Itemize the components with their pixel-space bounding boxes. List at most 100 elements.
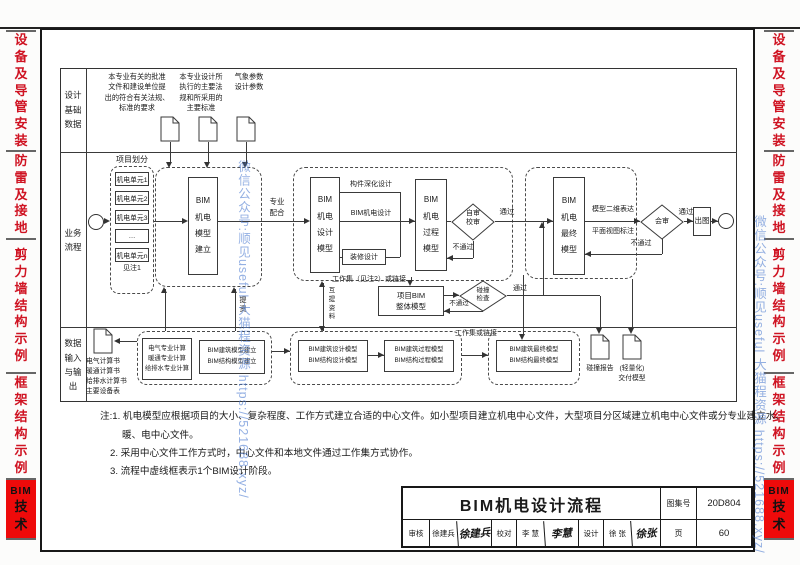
- sidebar-tab-lightning-right: 防 雷 及 接 地: [764, 150, 794, 238]
- bim-mep-final-box: BIM 机电 最终 模型: [553, 177, 585, 275]
- lane-header-divider: [86, 68, 87, 402]
- arch-struct-design-box: BIM建筑设计模型 BIM结构设计模型: [298, 340, 368, 372]
- connector-line: [218, 221, 306, 222]
- input-block-standards: 本专业设计所 执行的主要法 规和所采用的 主要标准: [179, 72, 223, 113]
- io-stage-design-process: [290, 331, 462, 385]
- arrowhead: [104, 218, 110, 224]
- document-icon: [92, 328, 114, 354]
- clash-report-label: 碰撞报告: [586, 365, 614, 372]
- connector-line: [400, 192, 401, 257]
- discipline-calc-box: 电气专业计算 暖通专业计算 给排水专业计算: [142, 338, 192, 380]
- connector-line: [447, 221, 451, 222]
- io-stage-final: [488, 331, 580, 385]
- anno-2d-label: 模型二维表达: [592, 206, 634, 213]
- note-line-4: 3. 流程中虚线框表示1个BIM设计阶段。: [110, 466, 278, 477]
- arrowhead: [444, 308, 450, 314]
- arch-struct-build-box: BIM建筑模型建立 BIM结构模型建立: [199, 340, 265, 374]
- arrowhead: [319, 281, 325, 287]
- fail-label: 不通过: [449, 300, 469, 307]
- stage-design-process: [293, 167, 513, 281]
- project-split-label: 项目划分: [116, 155, 148, 164]
- audit-name: 徐建兵: [429, 520, 457, 546]
- project-split-group: [110, 166, 154, 294]
- sidebar-tab-bim-left: BIM 技 术: [6, 478, 36, 540]
- bim-tab-latin: BIM: [768, 485, 790, 497]
- arch-struct-process-box: BIM建筑过程模型 BIM结构过程模型: [384, 340, 454, 372]
- plot-box: 出图: [693, 207, 711, 236]
- connector-line: [543, 222, 544, 296]
- connector-line: [208, 142, 209, 164]
- connector-line: [340, 221, 415, 222]
- pass-label: 通过: [499, 207, 515, 216]
- delivery-model-label: (轻量化) 交付模型: [618, 365, 646, 382]
- sidebar-tab-bim-right: BIM 技 术: [764, 478, 794, 540]
- coop-label: 专业 配合: [269, 197, 285, 217]
- atlas-no-label: 图集号: [660, 488, 696, 519]
- calc-docs-label: 电气计算书 暖通计算书 给排水计算书 主要设备表: [86, 358, 127, 395]
- fail-label: 不通过: [630, 240, 652, 247]
- arrowhead: [519, 334, 525, 340]
- document-icon: [622, 334, 642, 360]
- connector-line: [340, 192, 400, 193]
- design-label: 设计: [578, 520, 603, 546]
- bim-tab-latin: BIM: [10, 485, 32, 497]
- arrowhead: [453, 292, 459, 298]
- connector-line: [662, 239, 663, 254]
- connector-line: [632, 279, 633, 328]
- joint-review-label: 会审: [655, 218, 669, 225]
- connector-line: [585, 254, 662, 255]
- self-review-diamond: [451, 203, 495, 241]
- connector-line: [473, 241, 474, 258]
- arrowhead: [242, 162, 248, 168]
- arch-struct-final-box: BIM建筑最终模型 BIM结构最终模型: [496, 340, 572, 372]
- input-block-weather: 气象参数 设计参数: [234, 72, 264, 92]
- proof-signature: 李慧: [543, 518, 579, 548]
- bim-mep-process-box: BIM 机电 过程 模型: [415, 179, 447, 271]
- design-signature: 徐张: [630, 519, 661, 547]
- design-name: 徐 张: [603, 520, 631, 546]
- unit-box-3: 机电单元3: [115, 210, 149, 224]
- connector-line: [447, 258, 473, 259]
- branch-mep-label: BIM机电设计: [350, 210, 392, 217]
- connector-line: [444, 311, 483, 312]
- proof-label: 校对: [491, 520, 516, 546]
- lane-label-design-data: 设计 基础 数据: [64, 90, 82, 130]
- sidebar-tab-shearwall-left: 剪 力 墙 结 构 示 例: [6, 238, 36, 372]
- arrowhead: [182, 218, 188, 224]
- bim-tab-cjk: 技 术: [14, 498, 28, 532]
- project-bim-model-box: 项目BIM 整体模型: [378, 286, 444, 316]
- connector-line: [600, 296, 601, 328]
- arrowhead: [409, 218, 415, 224]
- clash-check-diamond: [459, 280, 507, 312]
- io-stage-build: [137, 331, 272, 385]
- arrowhead: [482, 352, 488, 358]
- connector-line: [444, 295, 459, 296]
- lane-divider-1: [60, 152, 737, 153]
- lane-label-business: 业务 流程: [64, 227, 82, 252]
- arrowhead: [539, 222, 545, 228]
- arrowhead: [687, 218, 693, 224]
- arrowhead: [166, 162, 172, 168]
- lane-divider-2: [60, 327, 737, 328]
- sidebar-tab-equipment-right: 设 备 及 导 管 安 装: [764, 30, 794, 150]
- pass-label: 通过: [678, 207, 694, 216]
- sidebar-tab-frame-right: 框 架 结 构 示 例: [764, 372, 794, 478]
- sidebar-tab-lightning-left: 防 雷 及 接 地: [6, 150, 36, 238]
- arrowhead: [319, 326, 325, 332]
- document-icon: [236, 116, 256, 142]
- arrowhead: [547, 218, 553, 224]
- sidebar-tab-frame-left: 框 架 结 构 示 例: [6, 372, 36, 478]
- unit-box-n: 机电单元n: [115, 248, 149, 262]
- self-review-label: 自审 校审: [466, 210, 480, 227]
- connector-line: [495, 221, 553, 222]
- arrowhead: [284, 348, 290, 354]
- proof-name: 李 慧: [516, 520, 544, 546]
- arrowhead: [378, 352, 384, 358]
- document-icon: [198, 116, 218, 142]
- connector-line: [170, 142, 171, 164]
- arrowhead: [596, 328, 602, 334]
- arrowhead: [304, 218, 310, 224]
- unit-box-1: 机电单元1: [115, 172, 149, 186]
- connector-line: [411, 277, 412, 282]
- connector-line: [368, 355, 384, 356]
